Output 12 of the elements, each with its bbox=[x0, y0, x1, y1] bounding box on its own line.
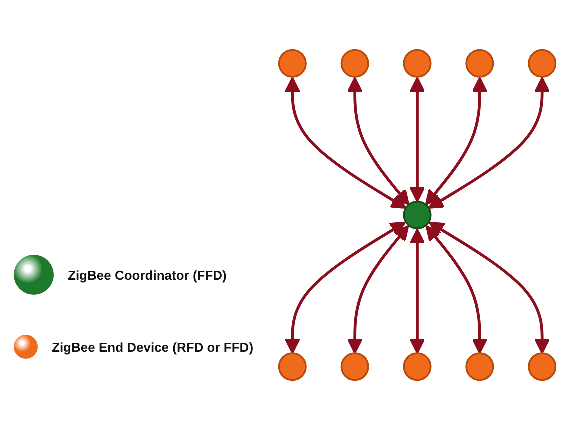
arrow bbox=[426, 225, 488, 354]
arrow bbox=[410, 228, 426, 354]
arrow bbox=[284, 76, 407, 209]
arrow bbox=[428, 76, 550, 209]
arrow bbox=[425, 76, 488, 206]
legend-label: ZigBee End Device (RFD or FFD) bbox=[52, 340, 254, 354]
arrow bbox=[347, 225, 410, 354]
arrow bbox=[347, 76, 410, 206]
arrow bbox=[410, 76, 426, 202]
arrow bbox=[284, 222, 406, 354]
legend-label: ZigBee Coordinator (FFD) bbox=[68, 268, 227, 282]
arrow bbox=[428, 222, 550, 354]
